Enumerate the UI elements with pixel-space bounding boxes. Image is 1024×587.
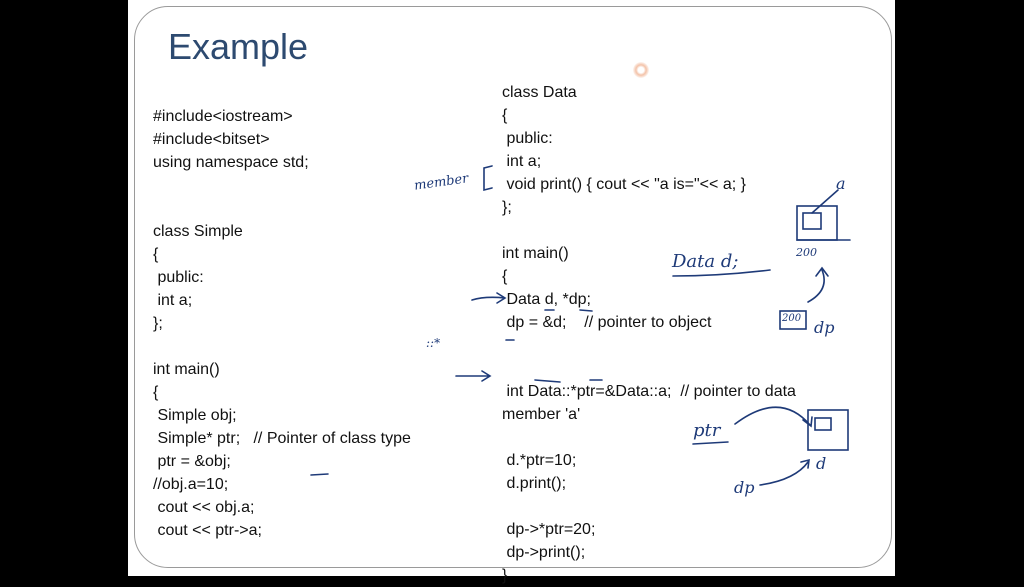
code-line: public:	[153, 269, 204, 286]
code-line: //obj.a=10;	[153, 476, 229, 493]
code-line	[502, 426, 796, 449]
code-line: {	[502, 268, 508, 285]
code-line: ptr = &obj;	[153, 453, 231, 470]
pointer-cursor	[633, 62, 649, 78]
annotation-a: a	[836, 174, 846, 193]
code-line: int main()	[502, 245, 569, 262]
code-line	[502, 219, 796, 242]
code-line: member 'a'	[502, 406, 581, 423]
code-line: public:	[502, 130, 553, 147]
code-line: {	[502, 107, 508, 124]
code-line: };	[502, 199, 512, 216]
annotation-data-d: Data d;	[672, 251, 739, 272]
code-line	[502, 495, 796, 518]
annotation-d: d	[816, 454, 827, 473]
code-line: dp = &d; // pointer to object	[502, 314, 712, 331]
code-line: class Simple	[153, 223, 243, 240]
annotation-ptr: ptr	[693, 420, 721, 441]
code-line: using namespace std;	[153, 154, 309, 171]
code-line: d.*ptr=10;	[502, 452, 577, 469]
code-line: {	[153, 384, 159, 401]
code-line	[502, 357, 796, 380]
annotation-dp: dp	[814, 318, 835, 337]
code-line: dp->print();	[502, 544, 586, 561]
annotation-scope: ::*	[426, 336, 441, 350]
code-line: Simple* ptr; // Pointer of class type	[153, 430, 411, 447]
code-line: dp->*ptr=20;	[502, 521, 596, 538]
code-line	[153, 197, 411, 220]
code-line: Data d, *dp;	[502, 291, 591, 308]
code-line: int a;	[502, 153, 542, 170]
code-line: int a;	[153, 292, 193, 309]
code-line: int Data::*ptr=&Data::a; // pointer to d…	[502, 383, 796, 400]
code-line	[153, 174, 411, 197]
code-line: int main()	[153, 361, 220, 378]
code-line: d.print();	[502, 475, 567, 492]
code-line: class Data	[502, 84, 577, 101]
left-code-block: #include<iostream> #include<bitset> using …	[153, 105, 411, 542]
code-line: void print() { cout << "a is="<< a; }	[502, 176, 746, 193]
code-line: #include<iostream>	[153, 108, 293, 125]
code-line: cout << obj.a;	[153, 499, 255, 516]
code-line: };	[153, 315, 163, 332]
slide-frame	[134, 6, 892, 568]
code-line	[153, 335, 411, 358]
code-line: Simple obj;	[153, 407, 237, 424]
right-code-block: class Data { public: int a; void print() …	[502, 81, 796, 587]
code-line: #include<bitset>	[153, 131, 270, 148]
code-line: {	[153, 246, 159, 263]
annotation-dp-box: 200	[782, 313, 802, 324]
slide-title: Example	[168, 26, 309, 67]
code-line	[502, 334, 796, 357]
code-line: cout << ptr->a;	[153, 522, 262, 539]
annotation-dp-2: dp	[734, 478, 755, 497]
annotation-address: 200	[796, 246, 817, 259]
